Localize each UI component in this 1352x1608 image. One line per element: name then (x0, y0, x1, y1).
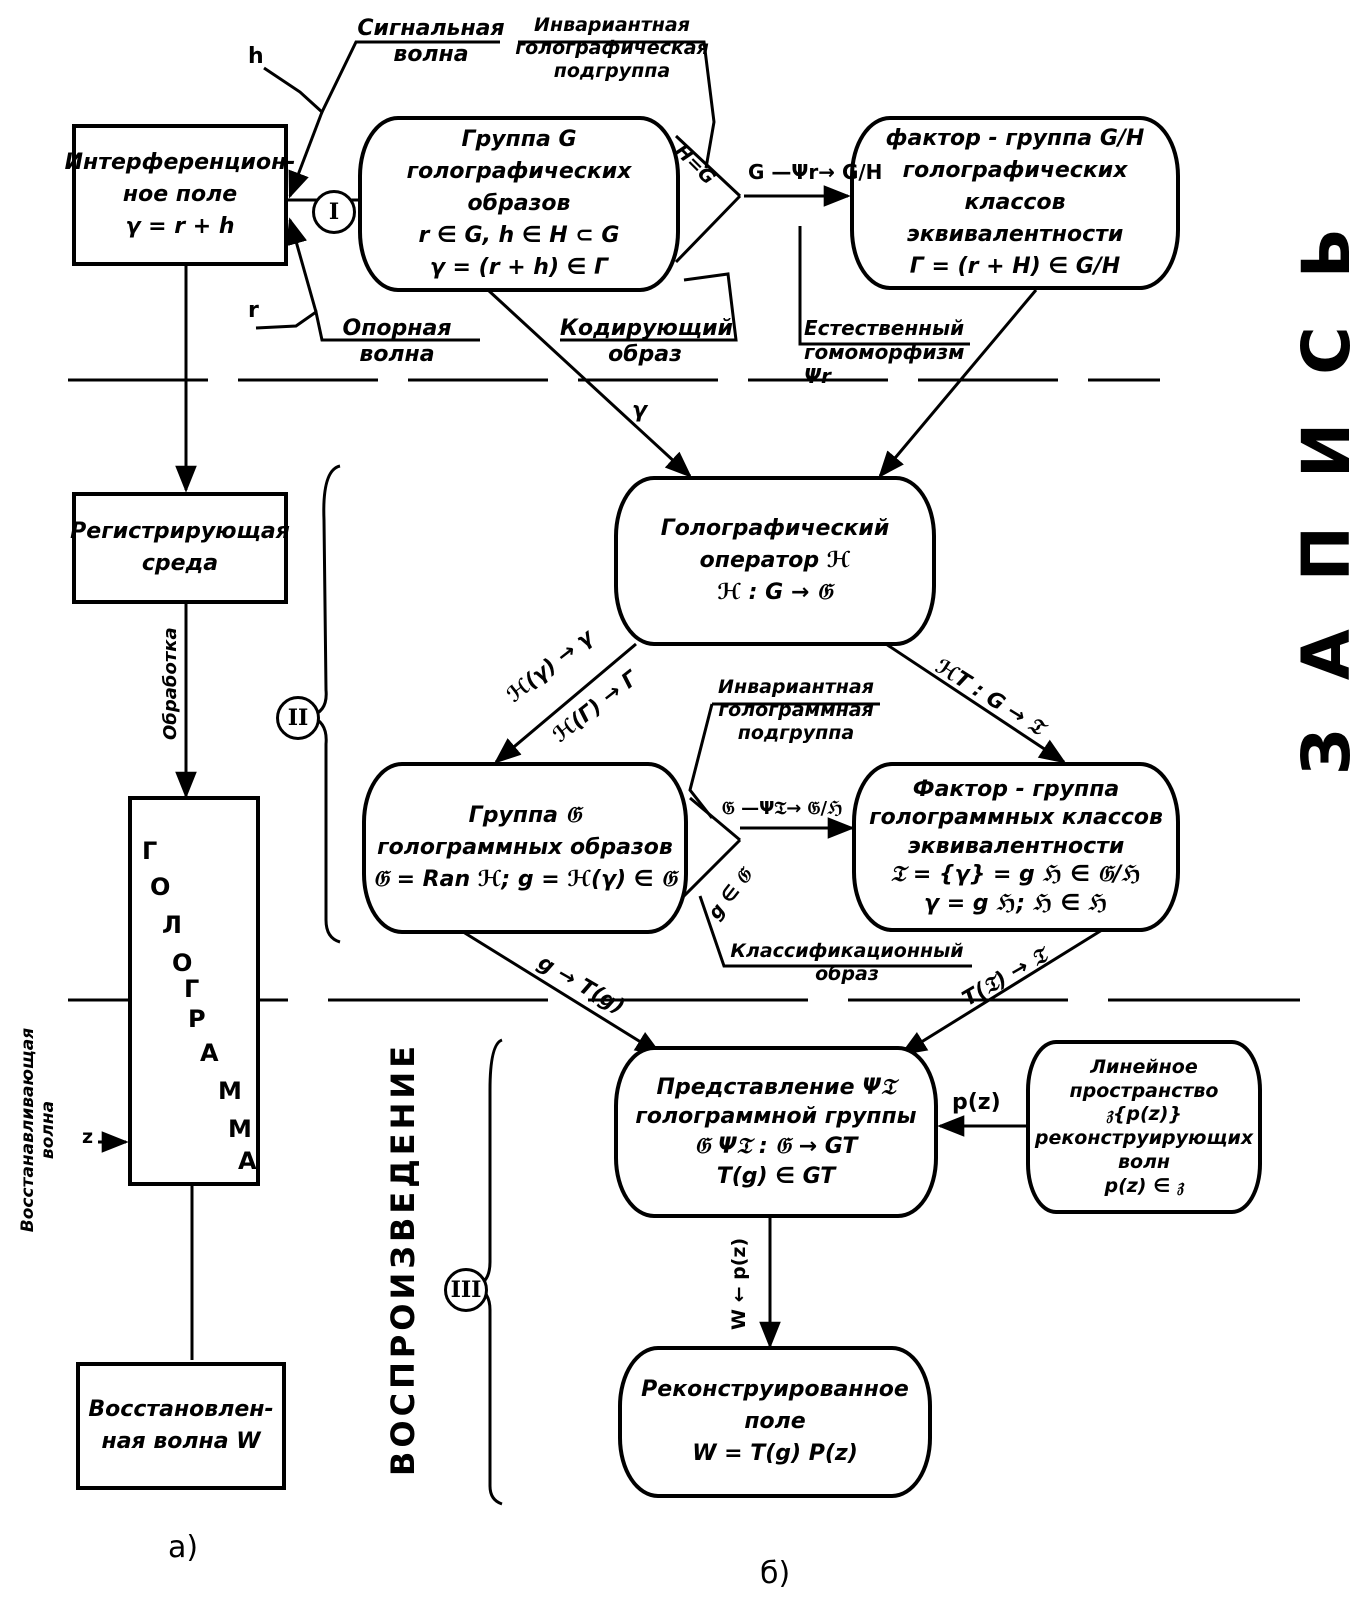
linear-space-line-3: 𝔷{p(z)} (1106, 1103, 1182, 1126)
restored-wave-box: Восстановлен- ная волна W (76, 1362, 286, 1490)
medium-line-2: среда (141, 551, 219, 576)
representation-title: Представление Ψ𝔗 (656, 1074, 896, 1100)
linear-space-line-5: волн (1117, 1150, 1171, 1173)
processing-label: Обработка (160, 627, 181, 740)
reconstructed-formula: W = T(g) P(z) (692, 1440, 858, 1466)
group-hologram-line-2: голограммных образов (377, 835, 673, 861)
hologram-letter: М (228, 1115, 252, 1143)
roman-2-marker: II (276, 696, 320, 740)
signal-wave-label: Сигнальная волна (357, 16, 505, 68)
hologram-letter: А (238, 1147, 257, 1175)
hologram-letter: Г (184, 975, 200, 1003)
factor-hologram-title: Фактор - группа (912, 776, 1120, 802)
reproduction-section-label: ВОСПРОИЗВЕДЕНИЕ (384, 1041, 422, 1476)
r-vector-label: r (248, 298, 259, 323)
invariant-hologram-subgroup-label: Инвариантная голограммная подгруппа (718, 676, 874, 744)
group-g-box: Группа G голографических образов r ∈ G, … (358, 116, 680, 292)
linear-space-box: Линейное пространство 𝔷{p(z)} реконструи… (1026, 1040, 1262, 1214)
group-hologram-line-3: 𝔊 = Ran ℋ; g = ℋ(γ) ∈ 𝔊 (373, 866, 677, 892)
group-g-line-4: γ = (r + h) ∈ Γ (429, 254, 609, 280)
figure-a-label: а) (168, 1530, 199, 1565)
hologram-letter: А (200, 1039, 219, 1067)
leader-classification (698, 895, 972, 968)
psi-t-map-label: 𝔊 —Ψ𝔗→ 𝔊/ℌ (722, 798, 844, 819)
interference-formula: γ = r + h (125, 213, 235, 239)
gamma-arrow-label: γ (632, 398, 647, 423)
hologram-letter: Р (188, 1005, 206, 1033)
linear-space-line-1: Линейное (1090, 1055, 1198, 1078)
reconstructed-field-box: Реконструированное поле W = T(g) P(z) (618, 1346, 932, 1498)
linear-space-line-4: реконструирующих (1034, 1127, 1254, 1149)
factor-gh-line-4: Γ = (r + H) ∈ G/H (909, 253, 1121, 279)
factor-hologram-line-4: 𝔗 = {γ} = g ℌ ∈ 𝔊/ℌ (890, 862, 1142, 888)
representation-box: Представление Ψ𝔗 голограммной группы 𝔊 Ψ… (614, 1046, 938, 1218)
group-g-line-3: r ∈ G, h ∈ H ⊂ G (418, 222, 620, 248)
interference-line-2: ное поле (122, 182, 238, 208)
w-pz-label: W ← p(z) (728, 1237, 750, 1330)
coding-image-label: Кодирующий образ (560, 316, 733, 368)
reconstructed-line-2: поле (744, 1409, 806, 1435)
hologram-letter: Г (142, 837, 158, 865)
medium-line-1: Регистрирующая (70, 519, 290, 545)
reconstructed-title: Реконструированное (641, 1377, 909, 1403)
operator-title: Голографический (660, 516, 890, 542)
factor-gh-title: фактор - группа G/H (885, 126, 1145, 152)
arrow-factor-to-operator (878, 289, 1038, 479)
group-hologram-title: Группа 𝔊 (468, 803, 582, 829)
h-vector-label: h (248, 44, 264, 69)
group-g-title: Группа G (461, 127, 577, 153)
arrow-group-to-operator (486, 288, 692, 478)
pz-label: p(z) (952, 1090, 1001, 1115)
leader-coding-image (560, 272, 738, 342)
group-g-line-2: голографических образов (406, 159, 632, 217)
psi-r-map-label: G —Ψr→ G/H (748, 160, 883, 184)
linear-space-line-2: пространство (1069, 1079, 1219, 1102)
reference-wave-label: Опорная волна (342, 316, 452, 368)
arrow-operator-to-factor-hologram (885, 642, 1067, 764)
roman-3-marker: III (444, 1268, 488, 1312)
invariant-holo-subgroup-label: Инвариантная голографическая подгруппа (515, 14, 709, 82)
factor-gh-line-2: голографических классов (902, 158, 1128, 216)
recording-medium-box: Регистрирующая среда (70, 492, 290, 604)
hologram-letter: О (150, 873, 171, 901)
factor-hologram-line-3: эквивалентности (907, 833, 1125, 859)
group-hologram-box: Группа 𝔊 голограммных образов 𝔊 = Ran ℋ;… (362, 762, 688, 934)
hologram-letter: М (218, 1077, 242, 1105)
figure-b-label: б) (760, 1556, 791, 1591)
leader-natural-homomorphism (798, 226, 970, 346)
arrow-r-wave (286, 217, 318, 313)
arrow-g-to-representation (459, 928, 663, 1056)
roman-1-marker: I (312, 190, 356, 234)
hologram-box: Г О Л О Г Р А М М А (128, 796, 260, 1186)
natural-homomorphism-label: Естественный гомоморфизм Ψr (804, 316, 965, 388)
factor-hologram-line-5: γ = g ℌ; ℌ ∈ ℌ (924, 890, 1108, 916)
arrow-factor-to-representation (899, 928, 1103, 1056)
holo-operator-box: Голографический оператор ℋ ℋ : G → 𝔊 (614, 476, 936, 646)
restoring-wave-label: Восстанавливающая волна (18, 1027, 59, 1233)
z-vector-label: z (82, 1126, 94, 1148)
interference-line-1: Интерференцион- (64, 150, 296, 176)
recording-section-label: ЗАПИСЬ (1288, 180, 1352, 776)
hologram-letter: Л (162, 911, 182, 939)
restored-line-2: ная волна W (101, 1429, 261, 1454)
leader-invariant-holo (518, 40, 716, 169)
factor-group-gh-box: фактор - группа G/H голографических клас… (850, 116, 1180, 290)
representation-line-4: T(g) ∈ GT (716, 1163, 836, 1189)
classification-image-label: Классификационный образ (730, 940, 964, 985)
hologram-letter: О (172, 949, 193, 977)
linear-space-line-6: p(z) ∈ 𝔷 (1104, 1174, 1184, 1197)
interference-field-box: Интерференцион- ное поле γ = r + h (65, 124, 295, 266)
factor-gh-line-3: эквивалентности (906, 221, 1124, 247)
factor-hologram-box: Фактор - группа голограммных классов экв… (852, 762, 1180, 932)
arrow-h-wave (288, 111, 324, 199)
factor-hologram-line-2: голограммных классов (869, 805, 1163, 831)
representation-line-3: 𝔊 Ψ𝔗 : 𝔊 → GT (694, 1134, 858, 1159)
restored-line-1: Восстановлен- (88, 1397, 274, 1423)
representation-line-2: голограммной группы (635, 1104, 917, 1130)
arrow-operator-to-group-hologram (493, 642, 637, 764)
operator-line-3: ℋ : G → 𝔊 (717, 579, 833, 605)
operator-line-2: оператор ℋ (699, 548, 851, 574)
